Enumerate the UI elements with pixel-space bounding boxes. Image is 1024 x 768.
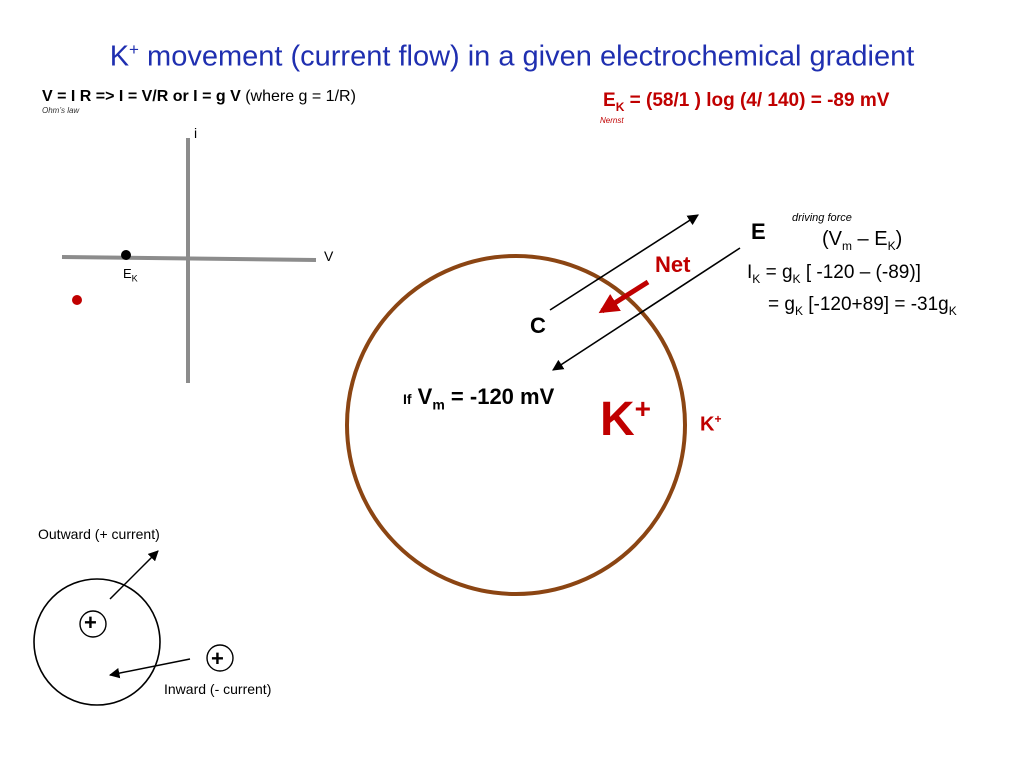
net-arrow	[598, 279, 650, 314]
ik-equation-line-1: IK = gK [ -120 – (-89)]	[747, 262, 921, 286]
c-arrow	[552, 247, 741, 371]
outward-current-label: Outward (+ current)	[38, 526, 160, 542]
driving-force-note: driving force	[792, 212, 852, 224]
chemical-label: C	[530, 313, 546, 338]
k-ion-outside: K+	[700, 412, 722, 436]
current-axis-label: i	[194, 125, 198, 141]
ik-equation-line-2: = gK [-120+89] = -31gK	[768, 294, 957, 318]
cell-membrane	[345, 254, 687, 596]
electrical-label: E	[751, 219, 766, 244]
nernst-equation: EK = (58/1 ) log (4/ 140) = -89 mV	[603, 90, 890, 114]
k-ion-inside: K+	[600, 393, 652, 446]
membrane-potential-text: If Vm = -120 mV	[403, 384, 555, 413]
ohms-law-equation: V = I R => I = V/R or I = g V (where g =…	[42, 88, 356, 105]
plus-ion-inside	[79, 610, 107, 638]
driving-force-expression: (Vm – EK)	[822, 228, 903, 253]
plus-sign-outside: +	[211, 646, 224, 671]
red-dot	[72, 295, 82, 305]
voltage-axis-label: V	[324, 248, 334, 264]
legend-cell	[33, 578, 161, 706]
ek-label: EK	[123, 266, 138, 284]
nernst-note: Nernst	[600, 116, 624, 125]
ek-point	[121, 250, 131, 260]
slide-title: K+ movement (current flow) in a given el…	[109, 40, 915, 73]
net-label: Net	[655, 252, 691, 277]
plus-sign-inside: +	[84, 610, 97, 635]
v-axis-line	[61, 255, 317, 262]
inward-current-label: Inward (- current)	[164, 681, 272, 697]
ohms-law-note: Ohm’s law	[42, 106, 80, 115]
outward-arrow	[109, 550, 159, 600]
e-arrow	[549, 214, 699, 311]
inward-arrow	[108, 658, 191, 679]
plus-ion-outside	[206, 644, 234, 672]
